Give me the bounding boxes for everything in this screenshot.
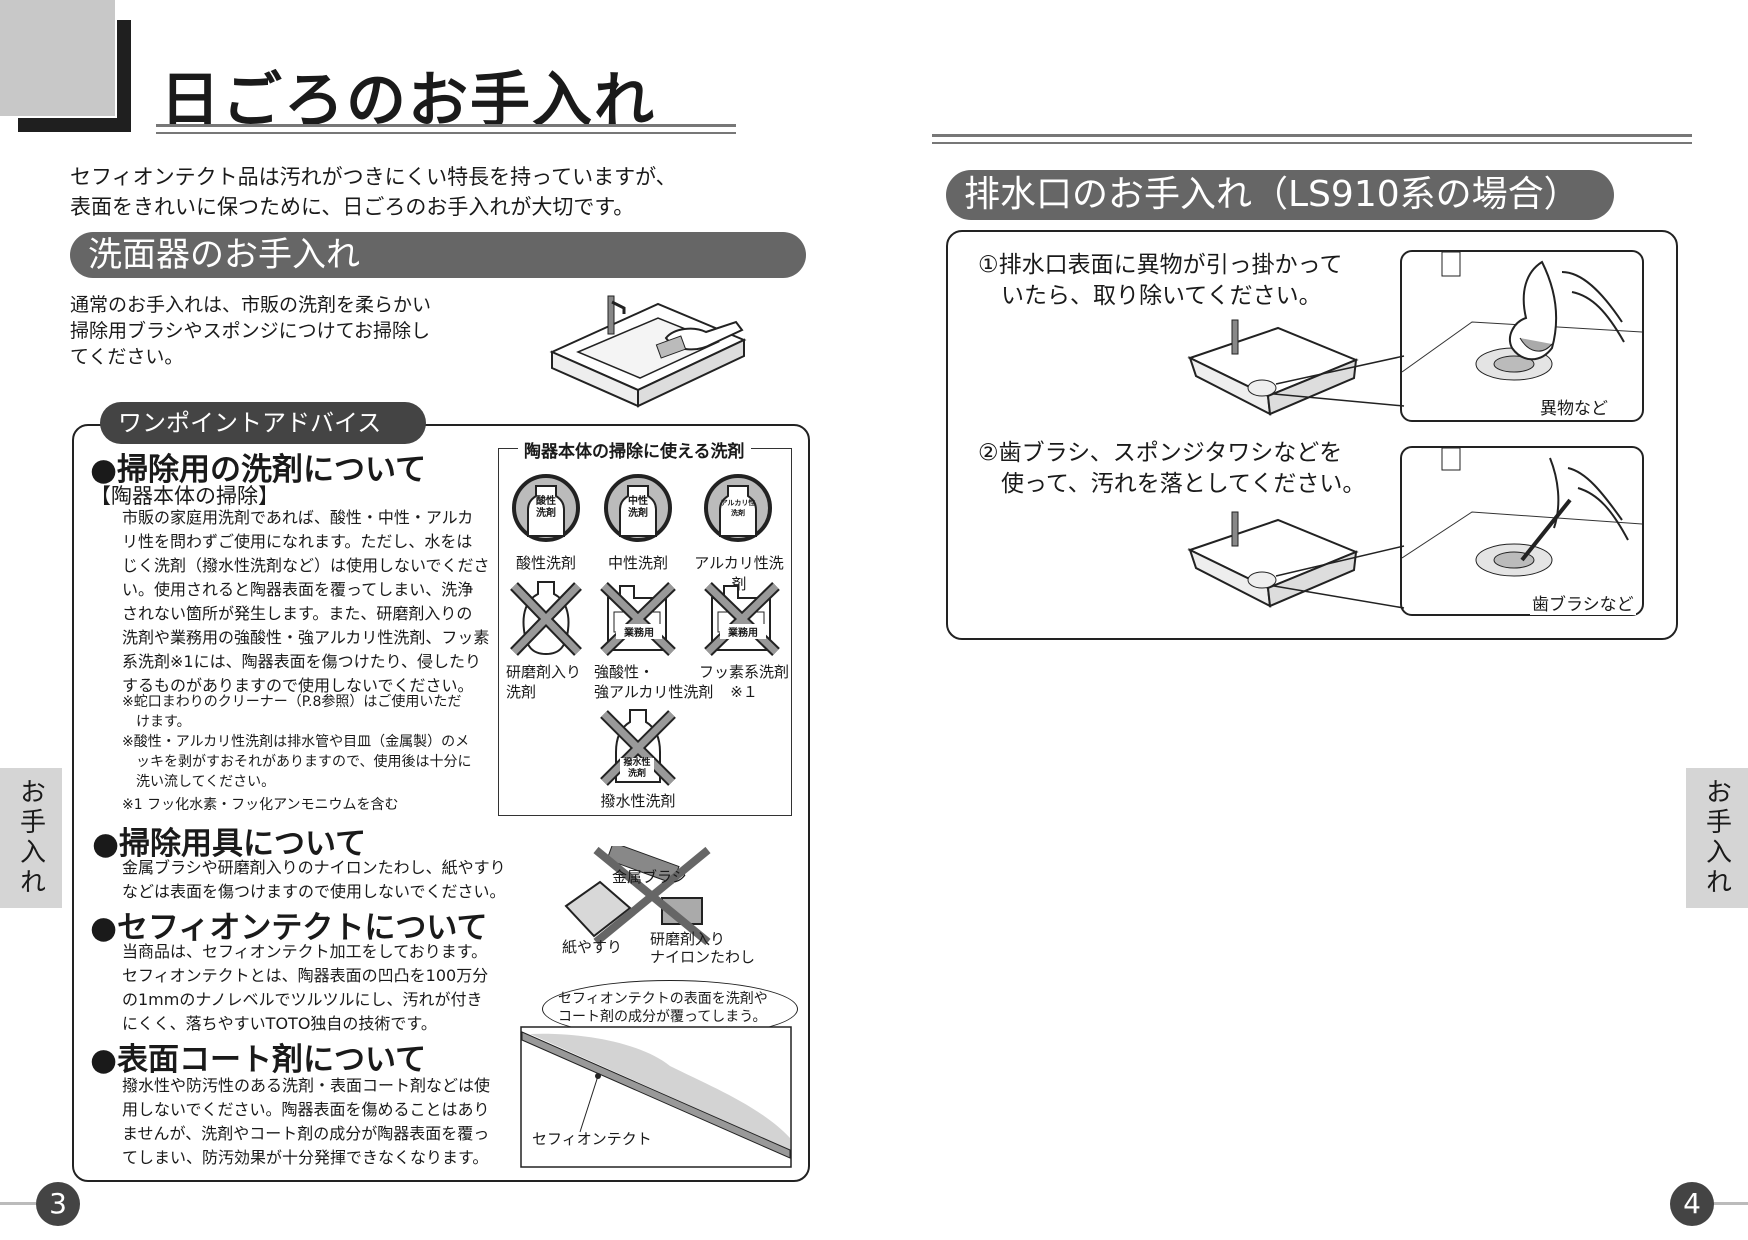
page-number-rule [1712, 1202, 1748, 1205]
drain-step-1-detail-illustration [1400, 250, 1644, 422]
care-side-tab: お手入れ [1686, 768, 1748, 908]
alkaline-bottle-label: アルカリ性 洗剤 [720, 499, 756, 517]
drain-care-heading: 排水口のお手入れ（LS910系の場合） [946, 170, 1614, 220]
drain-step-2-sink-illustration [1187, 511, 1405, 609]
sink-care-heading: 洗面器のお手入れ [70, 232, 806, 278]
advice-box [72, 424, 810, 1182]
neutral-detergent-label: 中性洗剤 [607, 554, 668, 572]
corner-block-dark [18, 20, 131, 132]
remove-debris-hand-icon [1402, 252, 1642, 381]
metal-brush-label: 金属ブラシ [612, 868, 687, 886]
abrasive-detergent-crossed-icon [510, 581, 582, 656]
abrasive-detergent-label: 研磨剤入り 洗剤 [506, 663, 582, 701]
coating-heading: ●表面コート剤について [90, 1042, 427, 1078]
advice-label: ワンポイントアドバイス [100, 402, 426, 444]
detergent-heading: ●掃除用の洗剤について [90, 452, 427, 488]
water-repellent-bottle-label: 撥水性 洗剤 [620, 758, 654, 780]
title-rule [156, 132, 736, 134]
coating-bubble-text: セフィオンテクトの表面を洗剤や コート剤の成分が覆ってしまう。 [558, 991, 768, 1025]
ceftect-heading: ●セフィオンテクトについて [90, 910, 488, 946]
drain-care-box [946, 230, 1678, 640]
strong-detergent-label: 強酸性・ 強アルカリ性洗剤 [594, 663, 714, 701]
ceftect-body: 当商品は、セフィオンテクト加工をしております。 セフィオンテクトとは、陶器表面の… [122, 942, 489, 1033]
ceftect-layer-label: セフィオンテクト [532, 1130, 652, 1148]
care-side-tab: お手入れ [0, 768, 62, 908]
right-top-rule [932, 142, 1692, 144]
strong-bottle-label: 業務用 [616, 624, 662, 639]
drain-step-1-sink-illustration [1187, 319, 1405, 416]
neutral-detergent-icon [604, 474, 672, 542]
toothbrush-cleaning-icon [1402, 448, 1642, 577]
detergent-body: 市販の家庭用洗剤であれば、酸性・中性・アルカ リ性を問わずご使用になれます。ただ… [122, 508, 490, 695]
tools-body: 金属ブラシや研磨剤入りのナイロンたわし、紙やすり などは表面を傷つけますので使用… [122, 858, 506, 901]
sandpaper-label: 紙やすり [562, 938, 623, 956]
coating-cross-section-illustration [520, 1026, 792, 1168]
title-rule [156, 124, 736, 127]
drain-step-2: ②歯ブラシ、スポンジタワシなどを 使って、汚れを落としてください。 [978, 440, 1366, 497]
alkaline-detergent-icon [704, 474, 772, 542]
nylon-scrubber-label: 研磨剤入り ナイロンたわし [650, 930, 756, 966]
detergent-panel-title: 陶器本体の掃除に使える洗剤 [518, 437, 751, 462]
debris-label: 異物など [1538, 394, 1610, 419]
water-repellent-detergent-crossed-icon [600, 709, 676, 786]
page-number-rule [0, 1202, 36, 1205]
detergent-note-1: ※蛇口まわりのクリーナー（P.8参照）はご使用いただ けます。 [122, 694, 462, 730]
sink-washing-illustration [549, 295, 747, 408]
intro-text: セフィオンテクト品は汚れがつきにくい特長を持っていますが、 表面をきれいに保つた… [70, 165, 677, 219]
acid-detergent-icon [512, 474, 580, 542]
right-top-rule [932, 134, 1692, 137]
drain-step-1: ①排水口表面に異物が引っ掛かって いたら、取り除いてください。 [978, 252, 1343, 309]
corner-block-gray [0, 0, 115, 116]
neutral-bottle-label: 中性 洗剤 [628, 496, 648, 519]
detergent-subheading: 【陶器本体の掃除】 [90, 484, 279, 508]
fluorine-bottle-label: 業務用 [720, 624, 766, 639]
sink-care-body: 通常のお手入れは、市販の洗剤を柔らかい 掃除用ブラシやスポンジにつけてお掃除し … [70, 294, 432, 368]
water-repellent-detergent-label: 撥水性洗剤 [600, 792, 676, 810]
strong-detergent-crossed-icon [600, 582, 676, 656]
page-number-left: 3 [36, 1182, 80, 1226]
detergent-note-2: ※酸性・アルカリ性洗剤は排水管や目皿（金属製）のメ ッキを剥がすおそれがあります… [122, 734, 472, 790]
coating-body: 撥水性や防汚性のある洗剤・表面コート剤などは使 用しないでください。陶器表面を傷… [122, 1076, 491, 1167]
page-number-right: 4 [1670, 1182, 1714, 1226]
prohibited-tools-illustration [564, 846, 711, 946]
fluorine-detergent-label: フッ素系洗剤 ※１ [698, 663, 789, 701]
detergent-note-3: ※1 フッ化水素・フッ化アンモニウムを含む [122, 797, 399, 813]
tools-heading: ●掃除用具について [92, 826, 367, 862]
toothbrush-label: 歯ブラシなど [1530, 590, 1636, 615]
acid-bottle-label: 酸性 洗剤 [536, 496, 556, 519]
acid-detergent-label: 酸性洗剤 [515, 554, 576, 572]
fluorine-detergent-crossed-icon [704, 582, 780, 656]
drain-step-2-detail-illustration [1400, 446, 1644, 616]
